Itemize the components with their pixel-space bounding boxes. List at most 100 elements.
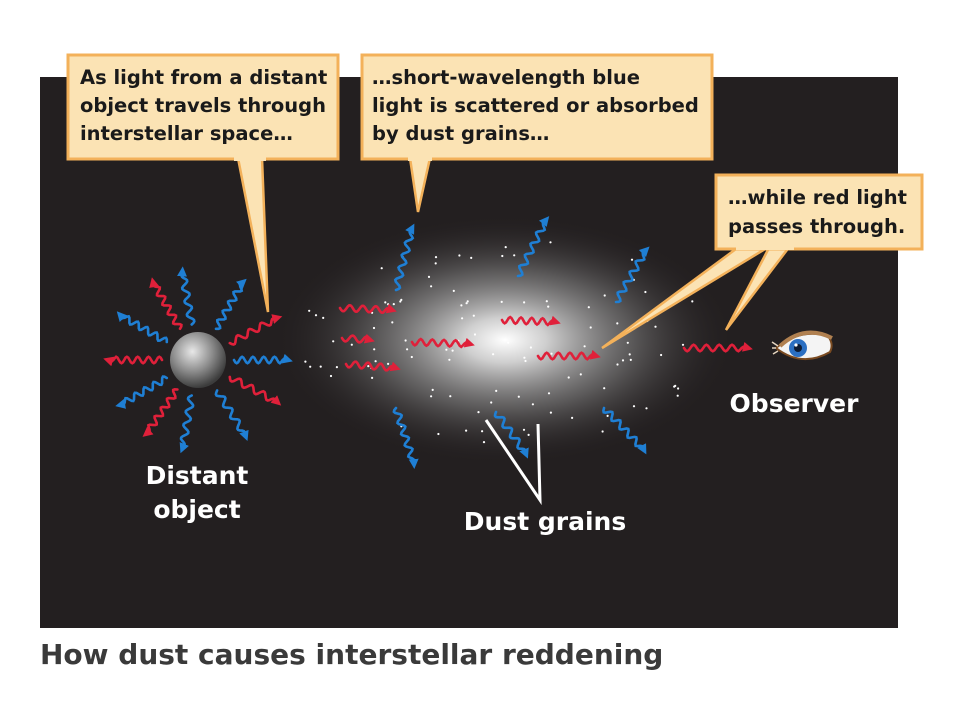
dust-grain xyxy=(567,376,570,379)
dust-grain xyxy=(460,304,463,307)
blue-photon-arrow xyxy=(393,223,415,292)
red-photon-arrow xyxy=(340,333,375,344)
red-photon-arrow xyxy=(536,349,601,361)
dust-grain xyxy=(630,258,634,261)
dust-grain xyxy=(437,432,440,436)
dust-grain xyxy=(674,384,677,387)
blue-photon-arrow xyxy=(614,246,650,304)
dust-grain xyxy=(461,317,464,320)
dust-grain xyxy=(495,389,498,392)
blue-photon-arrow xyxy=(392,406,419,469)
dust-grain xyxy=(427,275,431,278)
dust-grain xyxy=(691,300,694,303)
dust-grain xyxy=(335,366,338,369)
dust-grain xyxy=(309,365,312,368)
dust-grain xyxy=(482,441,486,444)
dust-grain xyxy=(523,356,526,359)
dust-grain xyxy=(445,348,448,351)
dust-grain xyxy=(477,411,480,414)
dust-grain xyxy=(547,305,550,308)
red-photon-arrow xyxy=(142,387,179,437)
dust-grain xyxy=(434,262,437,265)
callout-scatter-line-2: light is scattered or absorbed xyxy=(372,94,699,117)
label-dust-grains: Dust grains xyxy=(464,507,626,536)
dust-grain xyxy=(500,300,503,303)
callout-pass-line-1: …while red light xyxy=(728,186,907,209)
red-photon-arrow xyxy=(149,277,183,331)
dust-grain xyxy=(319,365,322,368)
callout-scatter-line-1: …short-wavelength blue xyxy=(372,66,640,89)
dust-grain xyxy=(545,300,548,303)
dust-grain xyxy=(449,395,452,398)
dust-grain xyxy=(677,387,680,390)
dust-grain xyxy=(660,353,663,357)
dust-grain xyxy=(616,363,619,366)
dust-grain xyxy=(404,339,407,342)
dust-grain xyxy=(452,289,455,292)
dust-grain xyxy=(472,314,475,317)
dust-grain xyxy=(406,348,409,351)
dust-grain xyxy=(465,429,468,432)
dust-grain xyxy=(681,343,685,346)
dust-grain xyxy=(458,254,461,257)
red-photon-arrow xyxy=(344,360,401,372)
dust-grain xyxy=(400,298,403,301)
dust-grain xyxy=(470,256,473,259)
dust-grain xyxy=(571,416,574,419)
dust-grain xyxy=(616,322,619,325)
dust-grain xyxy=(644,290,647,294)
dust-grain xyxy=(547,392,551,395)
dust-grain xyxy=(392,303,395,306)
dust-grain xyxy=(504,246,507,249)
dust-grain xyxy=(522,428,526,431)
dust-grains-pointer xyxy=(484,419,542,506)
dust-grain xyxy=(332,340,335,343)
photon-arrows xyxy=(103,216,753,469)
dust-grain xyxy=(621,359,625,362)
callout-pass: …while red light passes through. xyxy=(601,173,924,350)
label-observer: Observer xyxy=(730,389,860,418)
dust-grain xyxy=(473,333,477,336)
dust-grain xyxy=(384,301,387,304)
red-photon-arrow xyxy=(682,341,753,353)
blue-photon-arrow xyxy=(115,375,169,409)
dust-grain xyxy=(434,256,438,259)
dust-grain xyxy=(632,405,636,408)
dust-grain xyxy=(380,267,383,270)
red-photon-arrow xyxy=(410,337,475,349)
red-photon-arrow xyxy=(338,303,397,315)
dust-grain xyxy=(387,303,390,306)
blue-photon-arrow xyxy=(232,353,293,365)
dust-grain xyxy=(606,414,609,417)
dust-grain xyxy=(481,430,484,433)
dust-grain xyxy=(492,353,495,356)
dust-grain xyxy=(603,294,606,297)
dust-grain xyxy=(367,365,370,368)
dust-grain xyxy=(549,411,553,414)
dust-grain xyxy=(431,388,434,391)
dust-grain xyxy=(490,401,493,404)
dust-cloud xyxy=(275,215,735,465)
dust-grain xyxy=(399,300,402,303)
callout-travel-line-2: object travels through xyxy=(80,94,326,117)
dust-grain xyxy=(371,376,374,379)
callout-scatter: …short-wavelength blue light is scattere… xyxy=(360,53,714,213)
callout-travel-line-1: As light from a distant xyxy=(80,66,327,89)
callout-scatter-line-3: by dust grains… xyxy=(372,122,549,145)
red-photon-arrow xyxy=(103,355,164,367)
dust-grain xyxy=(373,348,376,351)
dust-grain xyxy=(603,387,606,390)
dust-grain xyxy=(448,358,451,361)
dust-grain xyxy=(350,343,353,346)
dust-grain xyxy=(579,373,582,376)
dust-grain xyxy=(430,395,433,398)
callout-travel-line-3: interstellar space… xyxy=(80,122,293,145)
dust-grain xyxy=(527,433,530,436)
dust-grain xyxy=(549,241,552,244)
dust-grain xyxy=(513,254,516,257)
dust-grain xyxy=(372,326,376,330)
dust-grain xyxy=(645,407,648,410)
blue-photon-arrow xyxy=(179,394,195,454)
dust-grain xyxy=(465,302,468,305)
